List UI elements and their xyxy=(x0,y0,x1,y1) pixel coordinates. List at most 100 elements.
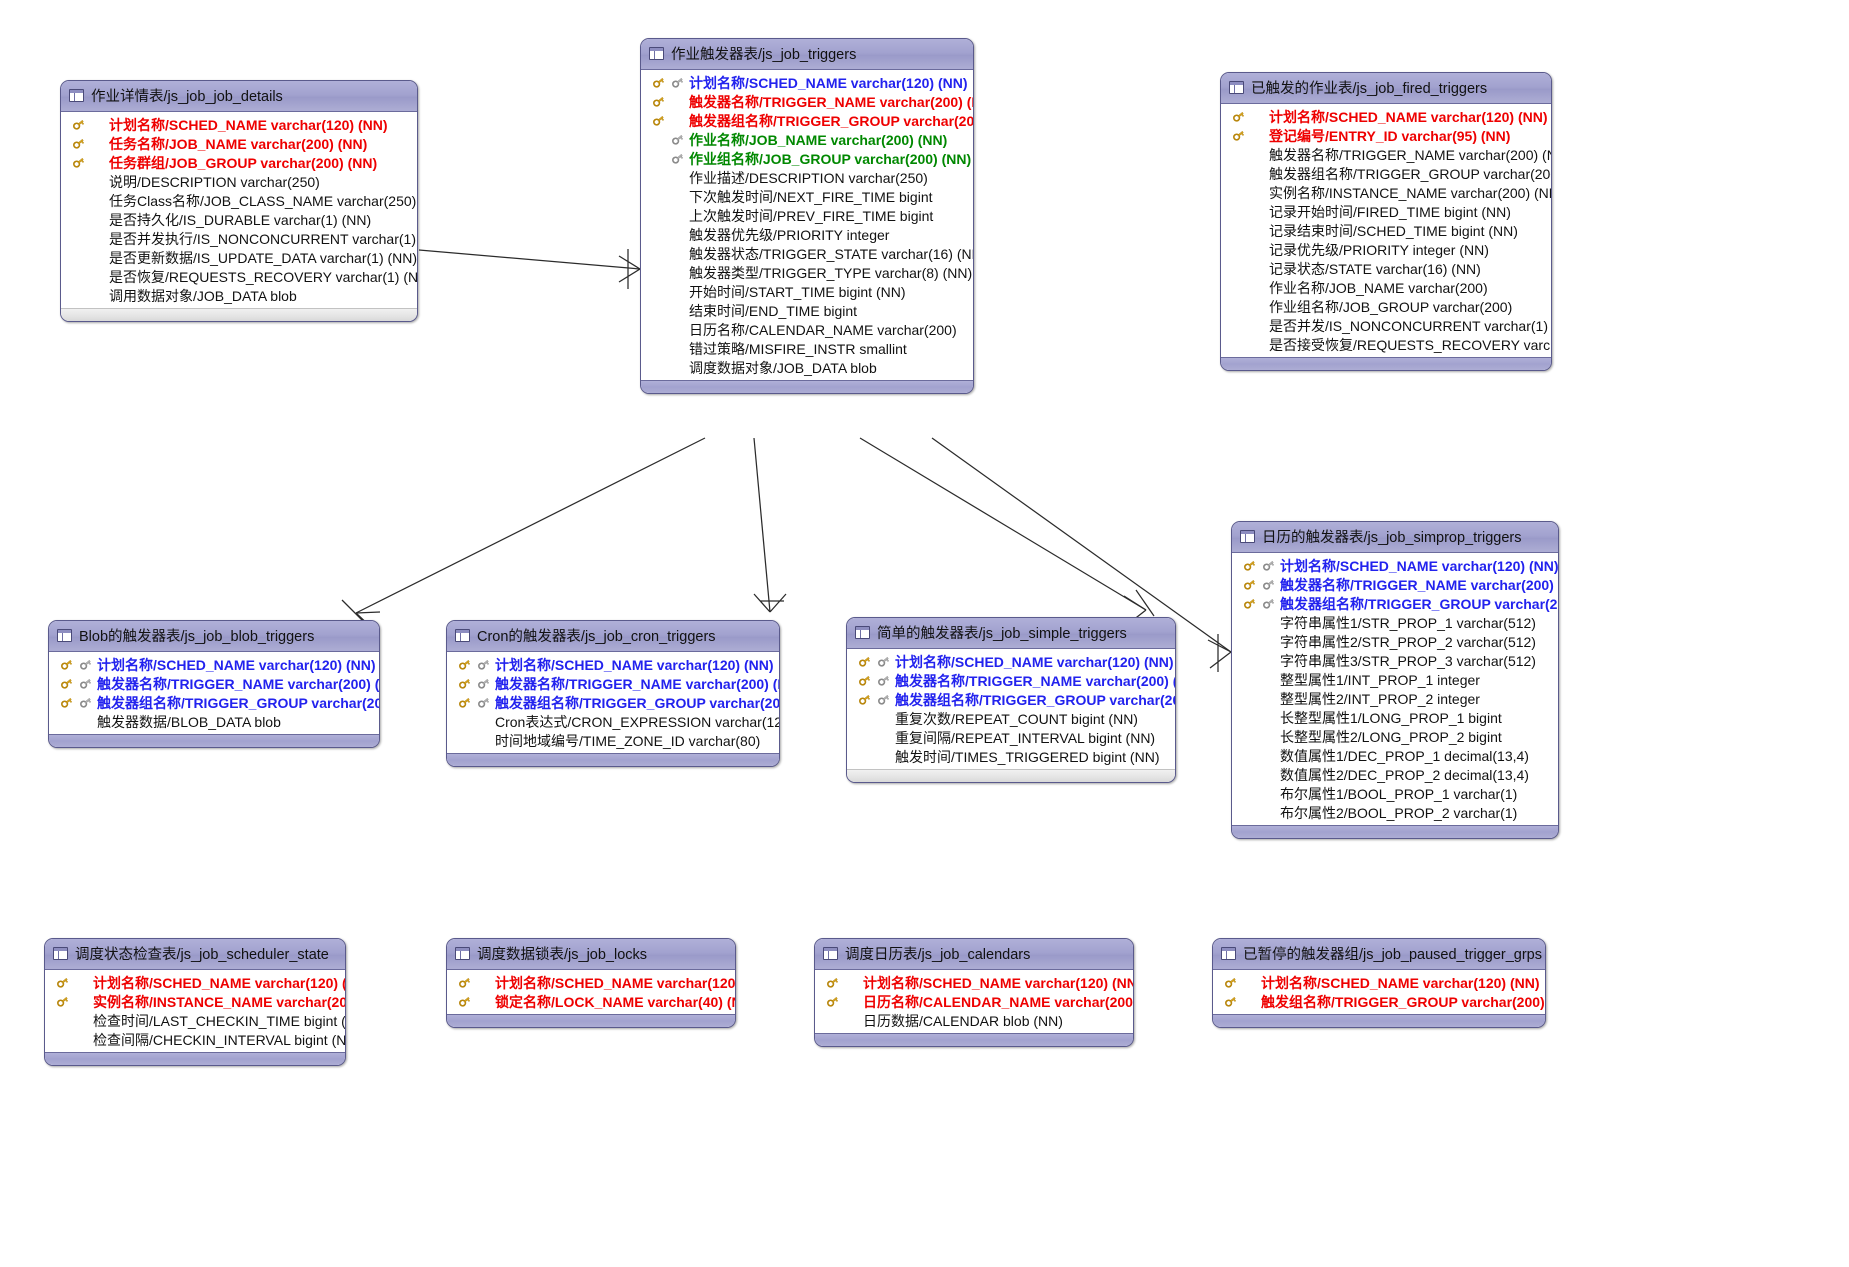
column-row[interactable]: 记录状态/STATE varchar(16) (NN) xyxy=(1221,259,1551,278)
column-row[interactable]: 布尔属性2/BOOL_PROP_2 varchar(1) xyxy=(1232,803,1558,822)
column-row[interactable]: 触发器名称/TRIGGER_NAME varchar(200) (NN) xyxy=(847,671,1175,690)
column-row[interactable]: 时间地域编号/TIME_ZONE_ID varchar(80) xyxy=(447,731,779,750)
column-row[interactable]: 字符串属性1/STR_PROP_1 varchar(512) xyxy=(1232,613,1558,632)
entity-header-simprop_triggers[interactable]: 日历的触发器表/js_job_simprop_triggers xyxy=(1232,522,1558,553)
column-row[interactable]: 布尔属性1/BOOL_PROP_1 varchar(1) xyxy=(1232,784,1558,803)
entity-simple_triggers[interactable]: 简单的触发器表/js_job_simple_triggers 计划名称/SCHED… xyxy=(846,617,1176,783)
column-row[interactable]: 错过策略/MISFIRE_INSTR smallint xyxy=(641,339,973,358)
entity-header-job_details[interactable]: 作业详情表/js_job_job_details xyxy=(61,81,417,112)
entity-locks[interactable]: 调度数据锁表/js_job_locks 计划名称/SCHED_NAME varch… xyxy=(446,938,736,1028)
column-row[interactable]: 触发器优先级/PRIORITY integer xyxy=(641,225,973,244)
column-row[interactable]: 记录开始时间/FIRED_TIME bigint (NN) xyxy=(1221,202,1551,221)
column-row[interactable]: 触发器组名称/TRIGGER_GROUP varchar(200) (NN) xyxy=(1232,594,1558,613)
column-row[interactable]: 实例名称/INSTANCE_NAME varchar(200) (NN) xyxy=(45,992,345,1011)
column-row[interactable]: 触发时间/TIMES_TRIGGERED bigint (NN) xyxy=(847,747,1175,766)
column-row[interactable]: 计划名称/SCHED_NAME varchar(120) (NN) xyxy=(61,115,417,134)
column-row[interactable]: 触发器名称/TRIGGER_NAME varchar(200) (NN) xyxy=(641,92,973,111)
column-row[interactable]: 字符串属性3/STR_PROP_3 varchar(512) xyxy=(1232,651,1558,670)
column-row[interactable]: 触发器类型/TRIGGER_TYPE varchar(8) (NN) xyxy=(641,263,973,282)
entity-header-cron_triggers[interactable]: Cron的触发器表/js_job_cron_triggers xyxy=(447,621,779,652)
column-row[interactable]: Cron表达式/CRON_EXPRESSION varchar(120) (NN… xyxy=(447,712,779,731)
entity-header-scheduler_state[interactable]: 调度状态检查表/js_job_scheduler_state xyxy=(45,939,345,970)
column-row[interactable]: 记录优先级/PRIORITY integer (NN) xyxy=(1221,240,1551,259)
column-row[interactable]: 整型属性1/INT_PROP_1 integer xyxy=(1232,670,1558,689)
entity-header-locks[interactable]: 调度数据锁表/js_job_locks xyxy=(447,939,735,970)
column-row[interactable]: 任务Class名称/JOB_CLASS_NAME varchar(250) (N… xyxy=(61,191,417,210)
column-row[interactable]: 重复次数/REPEAT_COUNT bigint (NN) xyxy=(847,709,1175,728)
column-row[interactable]: 计划名称/SCHED_NAME varchar(120) (NN) xyxy=(45,973,345,992)
column-row[interactable]: 锁定名称/LOCK_NAME varchar(40) (NN) xyxy=(447,992,735,1011)
column-row[interactable]: 触发器组名称/TRIGGER_GROUP varchar(200) (NN) xyxy=(447,693,779,712)
column-row[interactable]: 触发器数据/BLOB_DATA blob xyxy=(49,712,379,731)
entity-simprop_triggers[interactable]: 日历的触发器表/js_job_simprop_triggers 计划名称/SCHE… xyxy=(1231,521,1559,839)
column-row[interactable]: 数值属性1/DEC_PROP_1 decimal(13,4) xyxy=(1232,746,1558,765)
entity-header-fired_triggers[interactable]: 已触发的作业表/js_job_fired_triggers xyxy=(1221,73,1551,104)
column-row[interactable]: 说明/DESCRIPTION varchar(250) xyxy=(61,172,417,191)
column-row[interactable]: 计划名称/SCHED_NAME varchar(120) (NN) xyxy=(49,655,379,674)
column-row[interactable]: 实例名称/INSTANCE_NAME varchar(200) (NN) xyxy=(1221,183,1551,202)
column-row[interactable]: 是否并发执行/IS_NONCONCURRENT varchar(1) (NN) xyxy=(61,229,417,248)
entity-blob_triggers[interactable]: Blob的触发器表/js_job_blob_triggers 计划名称/SCHED… xyxy=(48,620,380,748)
column-row[interactable]: 触发器名称/TRIGGER_NAME varchar(200) (NN) xyxy=(1232,575,1558,594)
column-row[interactable]: 触发器名称/TRIGGER_NAME varchar(200) (NN) xyxy=(447,674,779,693)
column-row[interactable]: 触发器名称/TRIGGER_NAME varchar(200) (NN) xyxy=(49,674,379,693)
column-row[interactable]: 是否持久化/IS_DURABLE varchar(1) (NN) xyxy=(61,210,417,229)
column-row[interactable]: 作业描述/DESCRIPTION varchar(250) xyxy=(641,168,973,187)
column-row[interactable]: 下次触发时间/NEXT_FIRE_TIME bigint xyxy=(641,187,973,206)
column-row[interactable]: 调用数据对象/JOB_DATA blob xyxy=(61,286,417,305)
column-row[interactable]: 触发组名称/TRIGGER_GROUP varchar(200) (NN) xyxy=(1213,992,1545,1011)
column-row[interactable]: 计划名称/SCHED_NAME varchar(120) (NN) xyxy=(1213,973,1545,992)
column-row[interactable]: 作业名称/JOB_NAME varchar(200) xyxy=(1221,278,1551,297)
entity-header-calendars[interactable]: 调度日历表/js_job_calendars xyxy=(815,939,1133,970)
entity-cron_triggers[interactable]: Cron的触发器表/js_job_cron_triggers 计划名称/SCHED… xyxy=(446,620,780,767)
column-row[interactable]: 整型属性2/INT_PROP_2 integer xyxy=(1232,689,1558,708)
column-row[interactable]: 数值属性2/DEC_PROP_2 decimal(13,4) xyxy=(1232,765,1558,784)
column-row[interactable]: 计划名称/SCHED_NAME varchar(120) (NN) xyxy=(847,652,1175,671)
entity-header-simple_triggers[interactable]: 简单的触发器表/js_job_simple_triggers xyxy=(847,618,1175,649)
column-row[interactable]: 计划名称/SCHED_NAME varchar(120) (NN) xyxy=(1221,107,1551,126)
entity-header-paused_trigger_grps[interactable]: 已暂停的触发器组/js_job_paused_trigger_grps xyxy=(1213,939,1545,970)
column-row[interactable]: 重复间隔/REPEAT_INTERVAL bigint (NN) xyxy=(847,728,1175,747)
column-row[interactable]: 触发器组名称/TRIGGER_GROUP varchar(200) (NN) xyxy=(847,690,1175,709)
column-row[interactable]: 触发器名称/TRIGGER_NAME varchar(200) (NN) xyxy=(1221,145,1551,164)
column-row[interactable]: 是否恢复/REQUESTS_RECOVERY varchar(1) (NN) xyxy=(61,267,417,286)
column-row[interactable]: 开始时间/START_TIME bigint (NN) xyxy=(641,282,973,301)
column-row[interactable]: 检查间隔/CHECKIN_INTERVAL bigint (NN) xyxy=(45,1030,345,1049)
column-row[interactable]: 计划名称/SCHED_NAME varchar(120) (NN) xyxy=(641,73,973,92)
entity-job_details[interactable]: 作业详情表/js_job_job_details 计划名称/SCHED_NAME … xyxy=(60,80,418,322)
column-row[interactable]: 结束时间/END_TIME bigint xyxy=(641,301,973,320)
column-row[interactable]: 作业名称/JOB_NAME varchar(200) (NN) xyxy=(641,130,973,149)
column-row[interactable]: 任务名称/JOB_NAME varchar(200) (NN) xyxy=(61,134,417,153)
column-row[interactable]: 触发器组名称/TRIGGER_GROUP varchar(200) (NN) xyxy=(1221,164,1551,183)
column-row[interactable]: 日历名称/CALENDAR_NAME varchar(200) xyxy=(641,320,973,339)
column-row[interactable]: 计划名称/SCHED_NAME varchar(120) (NN) xyxy=(1232,556,1558,575)
column-row[interactable]: 作业组名称/JOB_GROUP varchar(200) (NN) xyxy=(641,149,973,168)
column-row[interactable]: 触发器状态/TRIGGER_STATE varchar(16) (NN) xyxy=(641,244,973,263)
column-row[interactable]: 登记编号/ENTRY_ID varchar(95) (NN) xyxy=(1221,126,1551,145)
entity-header-blob_triggers[interactable]: Blob的触发器表/js_job_blob_triggers xyxy=(49,621,379,652)
entity-scheduler_state[interactable]: 调度状态检查表/js_job_scheduler_state 计划名称/SCHED… xyxy=(44,938,346,1066)
entity-paused_trigger_grps[interactable]: 已暂停的触发器组/js_job_paused_trigger_grps 计划名称/… xyxy=(1212,938,1546,1028)
column-row[interactable]: 调度数据对象/JOB_DATA blob xyxy=(641,358,973,377)
column-row[interactable]: 触发器组名称/TRIGGER_GROUP varchar(200) (NN) xyxy=(641,111,973,130)
column-row[interactable]: 是否更新数据/IS_UPDATE_DATA varchar(1) (NN) xyxy=(61,248,417,267)
column-row[interactable]: 检查时间/LAST_CHECKIN_TIME bigint (NN) xyxy=(45,1011,345,1030)
entity-header-job_triggers[interactable]: 作业触发器表/js_job_triggers xyxy=(641,39,973,70)
entity-calendars[interactable]: 调度日历表/js_job_calendars 计划名称/SCHED_NAME va… xyxy=(814,938,1134,1047)
column-row[interactable]: 记录结束时间/SCHED_TIME bigint (NN) xyxy=(1221,221,1551,240)
column-row[interactable]: 触发器组名称/TRIGGER_GROUP varchar(200) (NN) xyxy=(49,693,379,712)
column-row[interactable]: 长整型属性2/LONG_PROP_2 bigint xyxy=(1232,727,1558,746)
column-row[interactable]: 计划名称/SCHED_NAME varchar(120) (NN) xyxy=(447,655,779,674)
column-row[interactable]: 是否接受恢复/REQUESTS_RECOVERY varchar(1) xyxy=(1221,335,1551,354)
entity-fired_triggers[interactable]: 已触发的作业表/js_job_fired_triggers 计划名称/SCHED_… xyxy=(1220,72,1552,371)
column-row[interactable]: 计划名称/SCHED_NAME varchar(120) (NN) xyxy=(447,973,735,992)
column-row[interactable]: 作业组名称/JOB_GROUP varchar(200) xyxy=(1221,297,1551,316)
column-row[interactable]: 长整型属性1/LONG_PROP_1 bigint xyxy=(1232,708,1558,727)
column-row[interactable]: 上次触发时间/PREV_FIRE_TIME bigint xyxy=(641,206,973,225)
column-row[interactable]: 计划名称/SCHED_NAME varchar(120) (NN) xyxy=(815,973,1133,992)
column-row[interactable]: 日历数据/CALENDAR blob (NN) xyxy=(815,1011,1133,1030)
entity-job_triggers[interactable]: 作业触发器表/js_job_triggers 计划名称/SCHED_NAME va… xyxy=(640,38,974,394)
column-row[interactable]: 任务群组/JOB_GROUP varchar(200) (NN) xyxy=(61,153,417,172)
column-row[interactable]: 日历名称/CALENDAR_NAME varchar(200) (NN) xyxy=(815,992,1133,1011)
column-row[interactable]: 是否并发/IS_NONCONCURRENT varchar(1) xyxy=(1221,316,1551,335)
